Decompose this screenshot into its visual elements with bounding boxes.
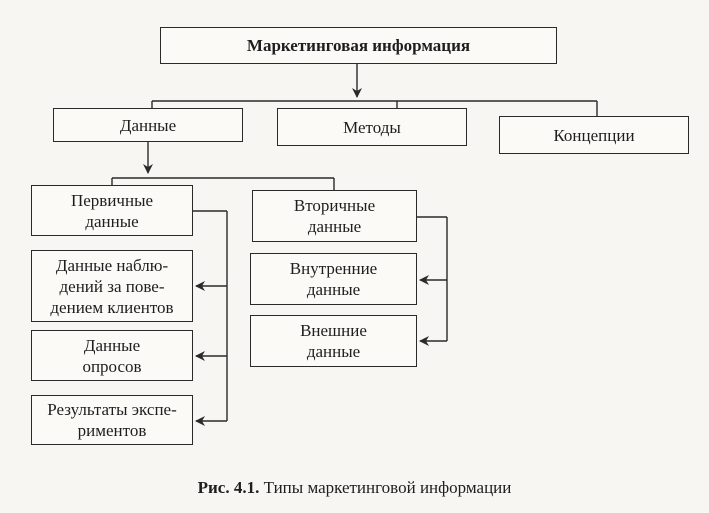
concepts-box: Концепции (499, 116, 689, 154)
title-box: Маркетинговая информация (160, 27, 557, 64)
methods-box: Методы (277, 108, 467, 146)
secondary-data-box: Вторичные данные (252, 190, 417, 242)
data-box: Данные (53, 108, 243, 142)
figure-caption: Рис. 4.1. Типы маркетинговой информации (0, 478, 709, 498)
primary-data-box: Первичные данные (31, 185, 193, 236)
survey-data-box: Данные опросов (31, 330, 193, 381)
internal-data-box: Внутренние данные (250, 253, 417, 305)
external-data-box: Внешние данные (250, 315, 417, 367)
experiment-results-box: Результаты экспе- риментов (31, 395, 193, 445)
observation-data-box: Данные наблю- дений за пове- дением клие… (31, 250, 193, 322)
figure-caption-text: Типы маркетинговой информации (263, 478, 512, 497)
figure-number: Рис. 4.1. (197, 478, 260, 497)
